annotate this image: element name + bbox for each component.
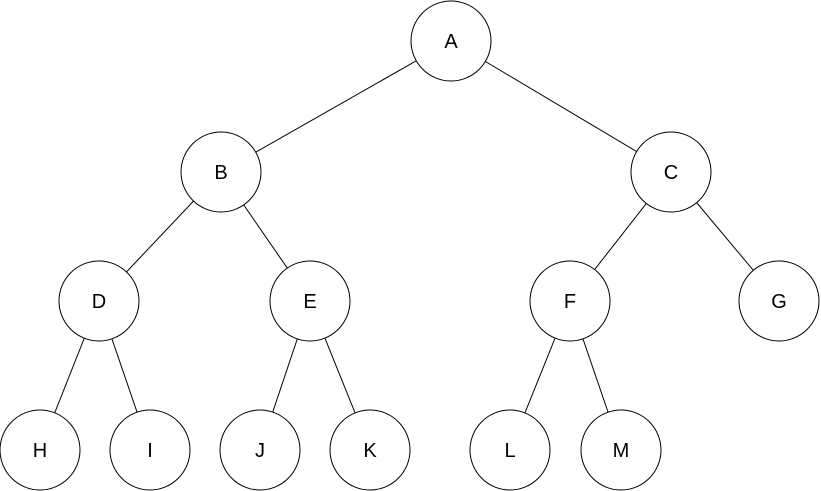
tree-node-label-I: I: [147, 440, 153, 462]
tree-node-circle-J: [219, 409, 301, 491]
tree-edges-layer: [39, 40, 780, 451]
tree-node-D: D: [58, 260, 140, 342]
tree-node-label-H: H: [33, 440, 47, 462]
tree-node-label-J: J: [255, 440, 265, 462]
tree-node-label-A: A: [444, 31, 458, 53]
tree-node-circle-G: [738, 260, 820, 342]
tree-node-label-B: B: [214, 162, 227, 184]
tree-node-label-K: K: [363, 440, 377, 462]
tree-node-L: L: [469, 409, 551, 491]
tree-node-circle-B: [180, 131, 262, 213]
tree-node-circle-D: [58, 260, 140, 342]
tree-node-circle-A: [410, 0, 492, 82]
tree-node-circle-C: [630, 131, 712, 213]
tree-edge-A-C: [450, 40, 672, 173]
tree-node-C: C: [630, 131, 712, 213]
tree-node-label-E: E: [303, 291, 316, 313]
tree-node-label-C: C: [664, 162, 678, 184]
tree-node-E: E: [269, 260, 351, 342]
tree-node-label-G: G: [771, 291, 787, 313]
tree-node-M: M: [580, 409, 662, 491]
tree-node-F: F: [529, 260, 611, 342]
tree-node-circle-I: [109, 409, 191, 491]
tree-node-A: A: [410, 0, 492, 82]
tree-edge-A-B: [220, 40, 452, 173]
tree-node-circle-L: [469, 409, 551, 491]
tree-node-H: H: [0, 409, 81, 491]
tree-node-circle-F: [529, 260, 611, 342]
tree-node-K: K: [329, 409, 411, 491]
tree-node-B: B: [180, 131, 262, 213]
tree-node-label-D: D: [92, 291, 106, 313]
tree-node-label-F: F: [564, 291, 576, 313]
tree-node-G: G: [738, 260, 820, 342]
tree-node-circle-M: [580, 409, 662, 491]
tree-node-circle-E: [269, 260, 351, 342]
tree-node-I: I: [109, 409, 191, 491]
tree-node-label-L: L: [504, 440, 515, 462]
tree-node-J: J: [219, 409, 301, 491]
tree-node-circle-K: [329, 409, 411, 491]
tree-node-label-M: M: [613, 440, 630, 462]
tree-node-circle-H: [0, 409, 81, 491]
